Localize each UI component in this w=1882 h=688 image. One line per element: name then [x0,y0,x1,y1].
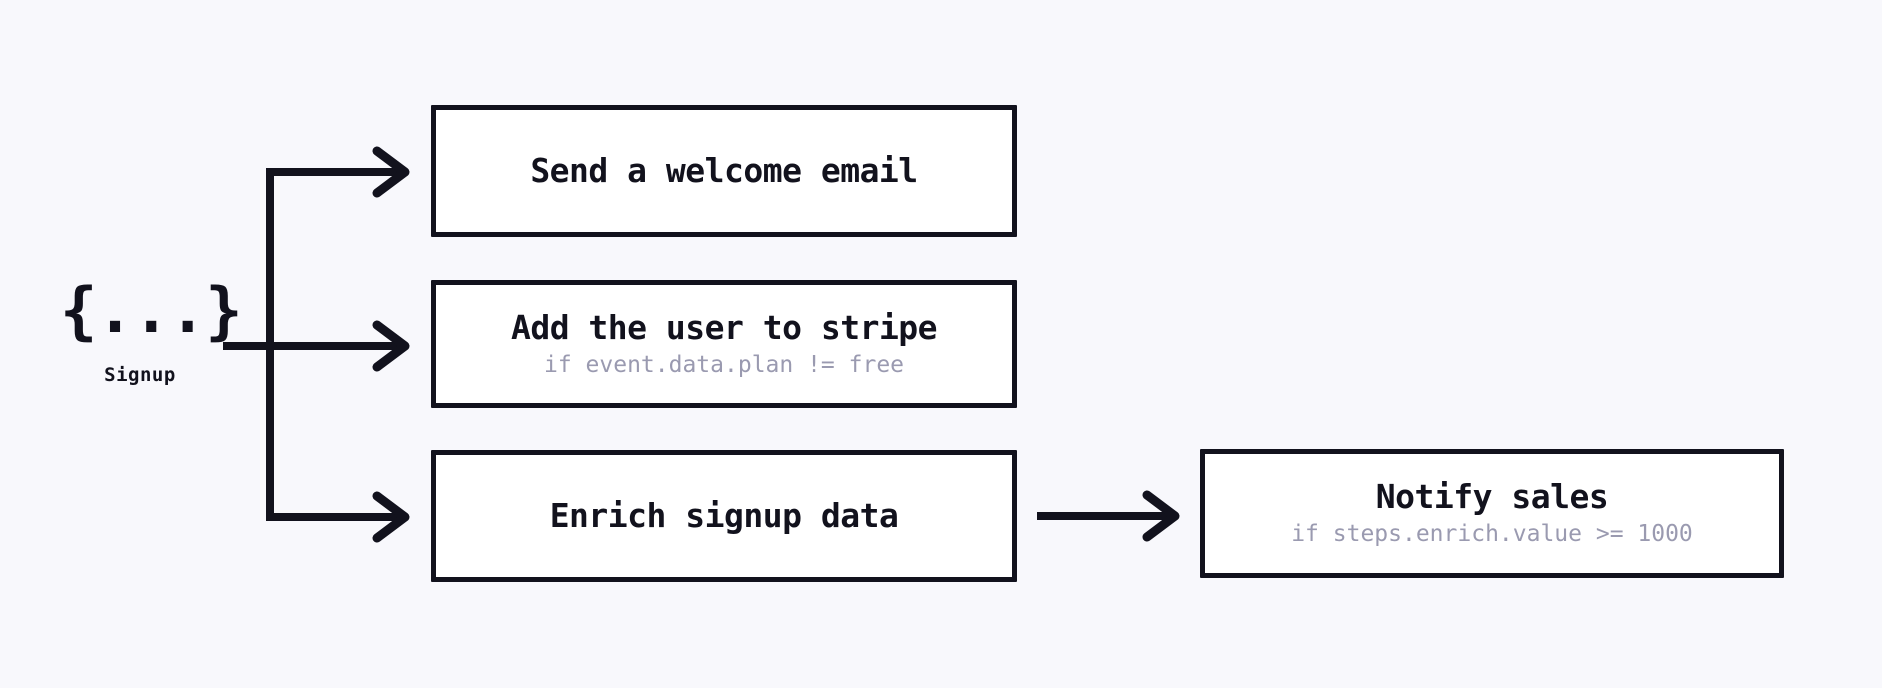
step-box-stripe[interactable]: Add the user to stripe if event.data.pla… [431,280,1017,408]
step-condition: if steps.enrich.value >= 1000 [1291,521,1693,548]
step-box-welcome[interactable]: Send a welcome email [431,105,1017,237]
step-title: Enrich signup data [549,496,899,536]
step-box-notify[interactable]: Notify sales if steps.enrich.value >= 10… [1200,449,1784,578]
step-title: Add the user to stripe [510,307,938,347]
step-box-enrich[interactable]: Enrich signup data [431,450,1017,582]
connector-enrich-to-notify-arrowhead [1142,490,1180,542]
connector-branch-to-welcome-arrowhead [372,146,410,198]
json-braces-icon: {...} [60,274,243,347]
connector-branch-to-stripe-arrowhead [372,320,410,372]
step-title: Send a welcome email [530,151,918,191]
trigger-label: Signup [104,364,176,386]
step-condition: if event.data.plan != free [543,351,905,378]
connector-branch-to-enrich-arrowhead [372,491,410,543]
step-title: Notify sales [1375,477,1609,517]
trigger-node[interactable]: {...} Signup [60,274,243,387]
